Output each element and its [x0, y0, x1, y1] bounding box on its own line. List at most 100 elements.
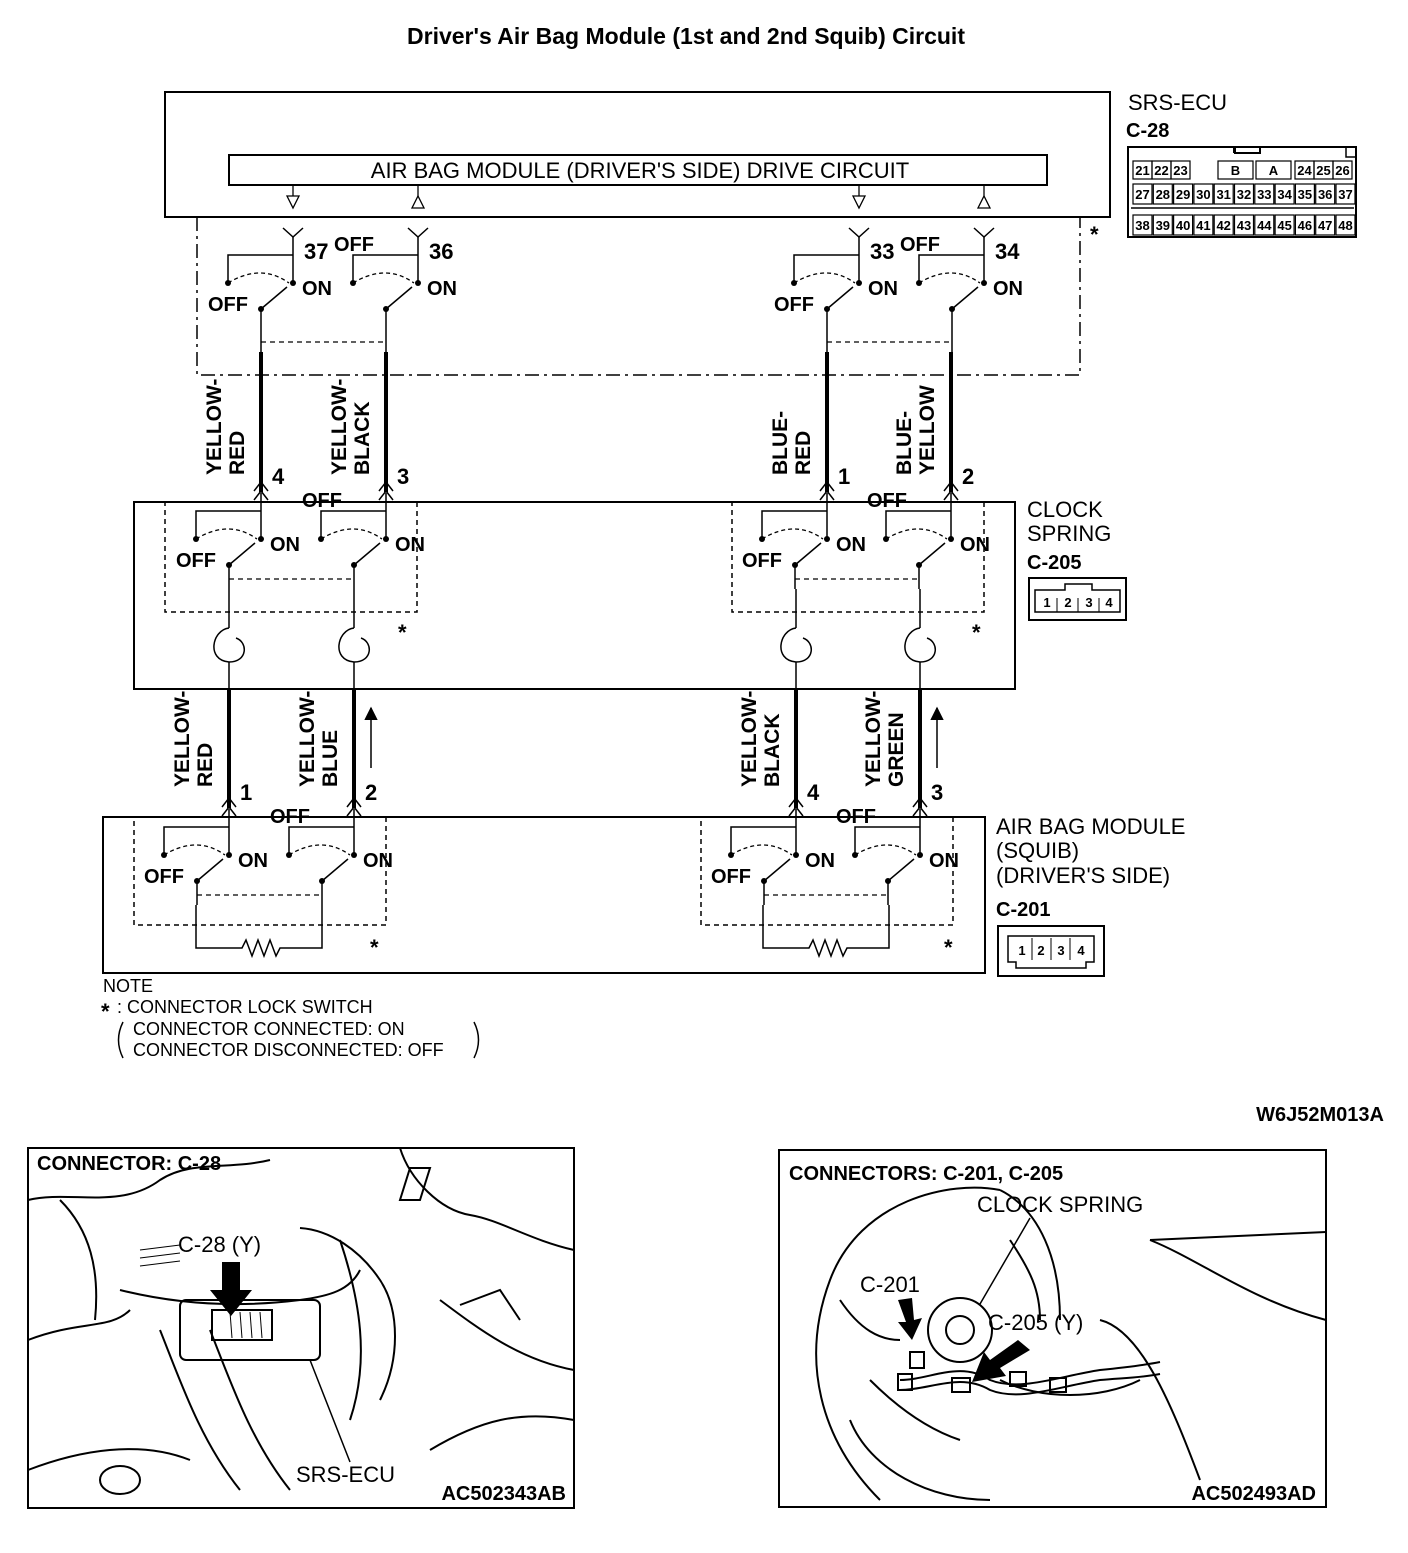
switch-on-label: ON — [427, 278, 457, 300]
wire-lower-color-2: BLUE — [319, 730, 342, 787]
switch-blade — [763, 858, 791, 882]
c205-connector-face: 1 2 3 4 — [1028, 577, 1127, 621]
c28-pin-label: 40 — [1176, 218, 1190, 233]
panel-right-c201: C-201 — [860, 1272, 920, 1297]
connector-terminal — [282, 227, 304, 239]
c28-cell — [1274, 214, 1295, 236]
off-link — [320, 510, 386, 539]
c28-pin-label: 47 — [1318, 218, 1332, 233]
c28-pin-label: 46 — [1298, 218, 1312, 233]
clock-spring-star-right: * — [972, 620, 981, 645]
wire-lower-color-2: GREEN — [885, 712, 908, 787]
switch-contact — [258, 536, 264, 542]
switch-on-label: ON — [302, 278, 332, 300]
c28-cell — [1335, 183, 1356, 205]
connector-terminal — [221, 796, 237, 817]
squib-resistor-right — [762, 905, 890, 959]
c205-pin-2: 2 — [1064, 595, 1071, 610]
air-bag-module-label-3: (DRIVER'S SIDE) — [996, 863, 1170, 888]
switch-blade — [196, 858, 224, 882]
switch-arc — [227, 272, 290, 284]
note-disconnected: CONNECTOR DISCONNECTED: OFF — [133, 1040, 444, 1060]
c205-arrow — [972, 1340, 1030, 1382]
module-pin: 2 — [365, 780, 377, 805]
c28-cell — [1255, 160, 1292, 180]
connector-terminal — [943, 480, 959, 501]
c28-pin-label: 24 — [1297, 163, 1312, 178]
note-heading: NOTE — [103, 976, 153, 996]
clock-spring-leader — [979, 1217, 1031, 1305]
switch-arc — [918, 272, 981, 284]
switch-contact — [981, 280, 987, 286]
switch-arc — [885, 528, 948, 540]
c28-pin-label: 34 — [1277, 187, 1292, 202]
switch-arc — [730, 844, 793, 856]
off-link — [288, 826, 354, 855]
ecu-pin-number: 36 — [429, 239, 453, 264]
c28-cell — [1152, 214, 1173, 236]
switch-off-label: OFF — [176, 550, 216, 572]
c28-pin-label: 31 — [1216, 187, 1230, 202]
off-link — [885, 510, 951, 539]
switch-off-label: OFF — [711, 866, 751, 888]
wire-upper-color-1: BLUE- — [893, 411, 916, 475]
off-link — [195, 510, 261, 539]
ecu-pin-number: 33 — [870, 239, 894, 264]
c28-pin-label: 28 — [1156, 187, 1170, 202]
connector-terminal — [819, 480, 835, 501]
c28-pin-label: 45 — [1277, 218, 1291, 233]
ecu-input-arrow — [410, 194, 426, 209]
switch-on-label: ON — [270, 534, 300, 556]
panel-left-ecu-label: SRS-ECU — [296, 1462, 395, 1487]
c28-pin-label: 23 — [1173, 163, 1187, 178]
off-link — [352, 254, 418, 283]
switch-contact — [856, 280, 862, 286]
c28-arrow — [210, 1262, 252, 1316]
clock-spring-upper-pin: 3 — [397, 464, 409, 489]
ecu-lock-switch-boundary — [196, 217, 1081, 376]
off-link — [227, 254, 293, 283]
c201-arrow — [898, 1298, 922, 1340]
note-star: * — [101, 999, 110, 1024]
connector-terminal — [912, 796, 928, 817]
squib-resistor-left — [195, 905, 323, 959]
connector-terminal — [407, 227, 429, 239]
switch-off-label: OFF — [270, 806, 310, 828]
c28-pin-label: 32 — [1237, 187, 1251, 202]
drive-circuit-box — [228, 154, 1048, 186]
switch-arc — [854, 844, 917, 856]
ecu-pin-number: 37 — [304, 239, 328, 264]
air-bag-module-connector-label: C-201 — [996, 899, 1050, 921]
c28-pin-label: 25 — [1316, 163, 1330, 178]
wire-lower-color-1: YELLOW- — [862, 691, 885, 787]
switch-arc — [288, 844, 351, 856]
c28-pin-label: 21 — [1135, 163, 1149, 178]
off-link — [918, 254, 984, 283]
c28-pin-label: 33 — [1257, 187, 1271, 202]
c28-pin-label: 37 — [1338, 187, 1352, 202]
switch-off-label: OFF — [742, 550, 782, 572]
switch-arc — [195, 528, 258, 540]
connector-terminal — [378, 480, 394, 501]
wire-upper-color-2: BLACK — [351, 402, 374, 476]
wire-upper-color-1: BLUE- — [769, 411, 792, 475]
switch-contact — [793, 852, 799, 858]
c28-cell — [1233, 214, 1255, 236]
ecu-star: * — [1090, 222, 1099, 247]
switch-blade — [321, 858, 349, 882]
c28-cell — [1172, 214, 1194, 236]
c28-pin-label: 36 — [1318, 187, 1332, 202]
connector-terminal — [973, 227, 995, 239]
c201-pin-3: 3 — [1057, 943, 1064, 958]
ecu-output-arrow — [285, 195, 301, 210]
air-bag-module-box — [102, 816, 986, 974]
c205-pin-4: 4 — [1105, 595, 1113, 610]
wire-lower-color-1: YELLOW- — [171, 691, 194, 787]
switch-arc — [320, 528, 383, 540]
switch-contact — [917, 852, 923, 858]
switch-arc — [163, 844, 226, 856]
switch-off-label: OFF — [302, 490, 342, 512]
